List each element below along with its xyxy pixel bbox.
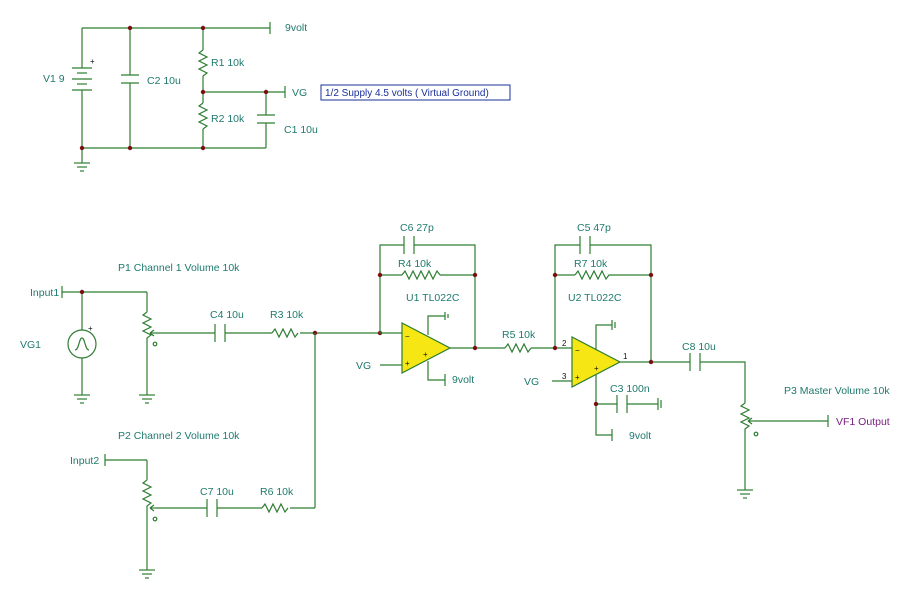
label-c5: C5 47p — [577, 222, 611, 234]
svg-text:−: − — [575, 346, 580, 355]
svg-text:+: + — [405, 359, 410, 368]
channel2-wires — [105, 333, 316, 570]
label-vf1-output: VF1 Output — [836, 416, 890, 428]
label-v1: V1 9 — [43, 73, 65, 85]
label-c6: C6 27p — [400, 222, 434, 234]
label-c3: C3 100n — [610, 383, 650, 395]
capacitor-c7 — [206, 499, 218, 517]
svg-text:+: + — [88, 324, 93, 333]
ground-icon — [139, 569, 155, 579]
potentiometer-p3 — [739, 402, 759, 437]
label-vg-net: VG — [292, 87, 307, 99]
virtual-ground-note: 1/2 Supply 4.5 volts ( Virtual Ground) — [320, 84, 511, 101]
capacitor-c8 — [689, 353, 701, 371]
ground-icon — [139, 394, 155, 404]
label-r5: R5 10k — [502, 329, 536, 341]
capacitor-c3 — [616, 395, 628, 413]
signal-source-vg1: + — [67, 324, 97, 359]
label-u2-vg: VG — [524, 376, 539, 388]
pin-u2-1: 1 — [623, 352, 628, 361]
label-u1-supply: 9volt — [452, 374, 474, 386]
resistor-r3 — [271, 327, 299, 339]
channel1-wires — [62, 291, 380, 395]
label-r7: R7 10k — [574, 258, 608, 270]
svg-text:+: + — [575, 373, 580, 382]
label-c2: C2 10u — [147, 75, 181, 87]
resistor-r6 — [261, 502, 289, 514]
capacitor-c1 — [257, 114, 275, 124]
label-c7: C7 10u — [200, 486, 234, 498]
resistor-r2 — [197, 102, 209, 130]
label-c4: C4 10u — [210, 309, 244, 321]
ground-icon — [74, 394, 90, 404]
label-input1: Input1 — [30, 287, 59, 299]
label-u2: U2 TL022C — [568, 292, 622, 304]
ground-icon — [74, 162, 90, 172]
ground-icon — [737, 489, 753, 499]
opamp-u1: − + + — [401, 322, 452, 374]
label-u2-supply: 9volt — [629, 430, 651, 442]
capacitor-c6 — [403, 236, 415, 254]
label-c1: C1 10u — [284, 124, 318, 136]
potentiometer-p1 — [141, 311, 158, 347]
svg-text:+: + — [594, 364, 599, 373]
potentiometer-p2 — [141, 479, 158, 522]
supply-section — [81, 22, 286, 163]
label-p1: P1 Channel 1 Volume 10k — [118, 262, 240, 274]
label-c8: C8 10u — [682, 341, 716, 353]
label-r2: R2 10k — [211, 113, 245, 125]
resistor-r1 — [197, 49, 209, 77]
label-u1-vg: VG — [356, 360, 371, 372]
capacitor-c4 — [214, 324, 226, 342]
pin-u2-3: 3 — [562, 372, 567, 381]
resistor-r5 — [504, 342, 532, 354]
u2-feedback — [554, 244, 746, 403]
resistor-r7 — [574, 269, 612, 281]
label-r4: R4 10k — [398, 258, 432, 270]
svg-text:−: − — [405, 332, 410, 341]
label-p3: P3 Master Volume 10k — [784, 385, 890, 397]
label-vg1: VG1 — [20, 339, 41, 351]
label-p2: P2 Channel 2 Volume 10k — [118, 430, 240, 442]
capacitor-c2 — [121, 74, 139, 84]
label-supply-top: 9volt — [285, 22, 307, 34]
battery-v1: + — [72, 57, 95, 91]
label-input2: Input2 — [70, 455, 99, 467]
u1-feedback — [379, 244, 505, 349]
label-r6: R6 10k — [260, 486, 294, 498]
note-text: 1/2 Supply 4.5 volts ( Virtual Ground) — [325, 88, 489, 99]
capacitor-c5 — [579, 236, 591, 254]
resistor-r4 — [401, 269, 441, 281]
label-r3: R3 10k — [270, 309, 304, 321]
pin-u2-2: 2 — [562, 339, 567, 348]
svg-text:+: + — [423, 350, 428, 359]
label-r1: R1 10k — [211, 57, 245, 69]
battery-plus-sign: + — [90, 57, 95, 66]
label-u1: U1 TL022C — [406, 292, 460, 304]
